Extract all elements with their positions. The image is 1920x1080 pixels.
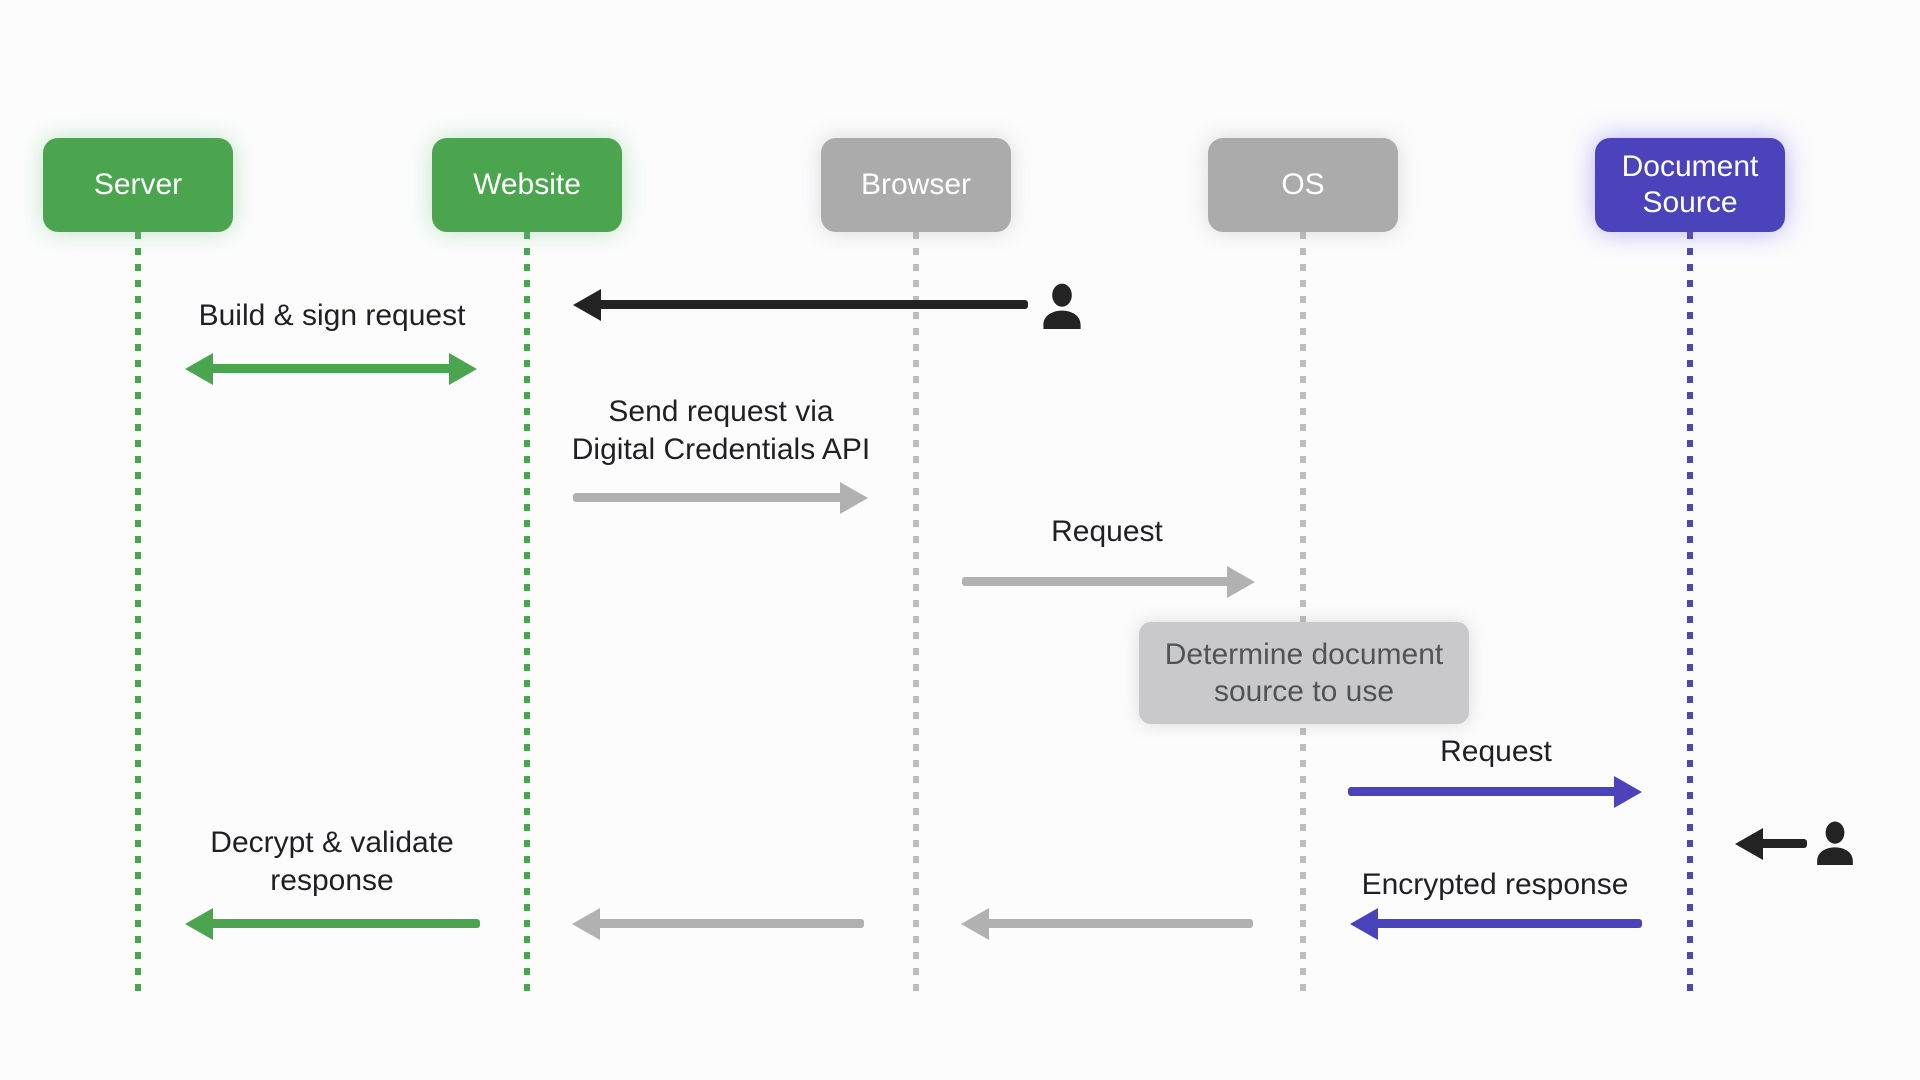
person-icon: [1038, 276, 1086, 336]
arrow-browser-to-website-return: [572, 919, 864, 928]
arrow-document-source-to-os-return: [1350, 919, 1642, 928]
note-text: Determine document source to use: [1164, 638, 1444, 708]
arrow-website-to-server-return: [185, 919, 480, 928]
label-decrypt-validate-response: Decrypt & validate response: [210, 826, 454, 897]
label-encrypted-response: Encrypted response: [1361, 868, 1629, 901]
label-build-sign-request: Build & sign request: [198, 299, 466, 332]
actor-box-os: OS: [1208, 138, 1398, 232]
actor-label-website: Website: [473, 168, 581, 201]
arrow-os-to-document-source: [1348, 787, 1642, 796]
lifeline-website: [524, 232, 530, 1000]
arrow-website-to-browser: [573, 493, 868, 502]
lifeline-server: [135, 232, 141, 1000]
arrow-browser-to-os: [962, 577, 1255, 586]
label-send-request-via-api: Send request via Digital Credentials API: [571, 395, 871, 466]
actor-label-server: Server: [93, 168, 183, 201]
label-request-os-to-source: Request: [1440, 735, 1552, 768]
arrow-user-to-website: [573, 300, 1028, 309]
lifeline-os: [1300, 232, 1306, 1000]
actor-box-server: Server: [43, 138, 233, 232]
lifeline-document-source: [1687, 232, 1693, 1000]
actor-label-document-source: Document Source: [1621, 150, 1759, 219]
label-request-browser-to-os: Request: [1051, 515, 1163, 548]
arrow-os-to-browser-return: [961, 919, 1253, 928]
arrow-user-to-document-source: [1735, 839, 1807, 848]
actor-label-browser: Browser: [860, 168, 972, 201]
actor-box-website: Website: [432, 138, 622, 232]
person-icon: [1812, 814, 1858, 872]
lifeline-browser: [913, 232, 919, 1000]
actor-box-browser: Browser: [821, 138, 1011, 232]
actor-box-document-source: Document Source: [1595, 138, 1785, 232]
actor-label-os: OS: [1281, 168, 1325, 201]
arrow-build-sign-request: [185, 364, 477, 373]
note-determine-document-source: Determine document source to use: [1139, 622, 1469, 724]
